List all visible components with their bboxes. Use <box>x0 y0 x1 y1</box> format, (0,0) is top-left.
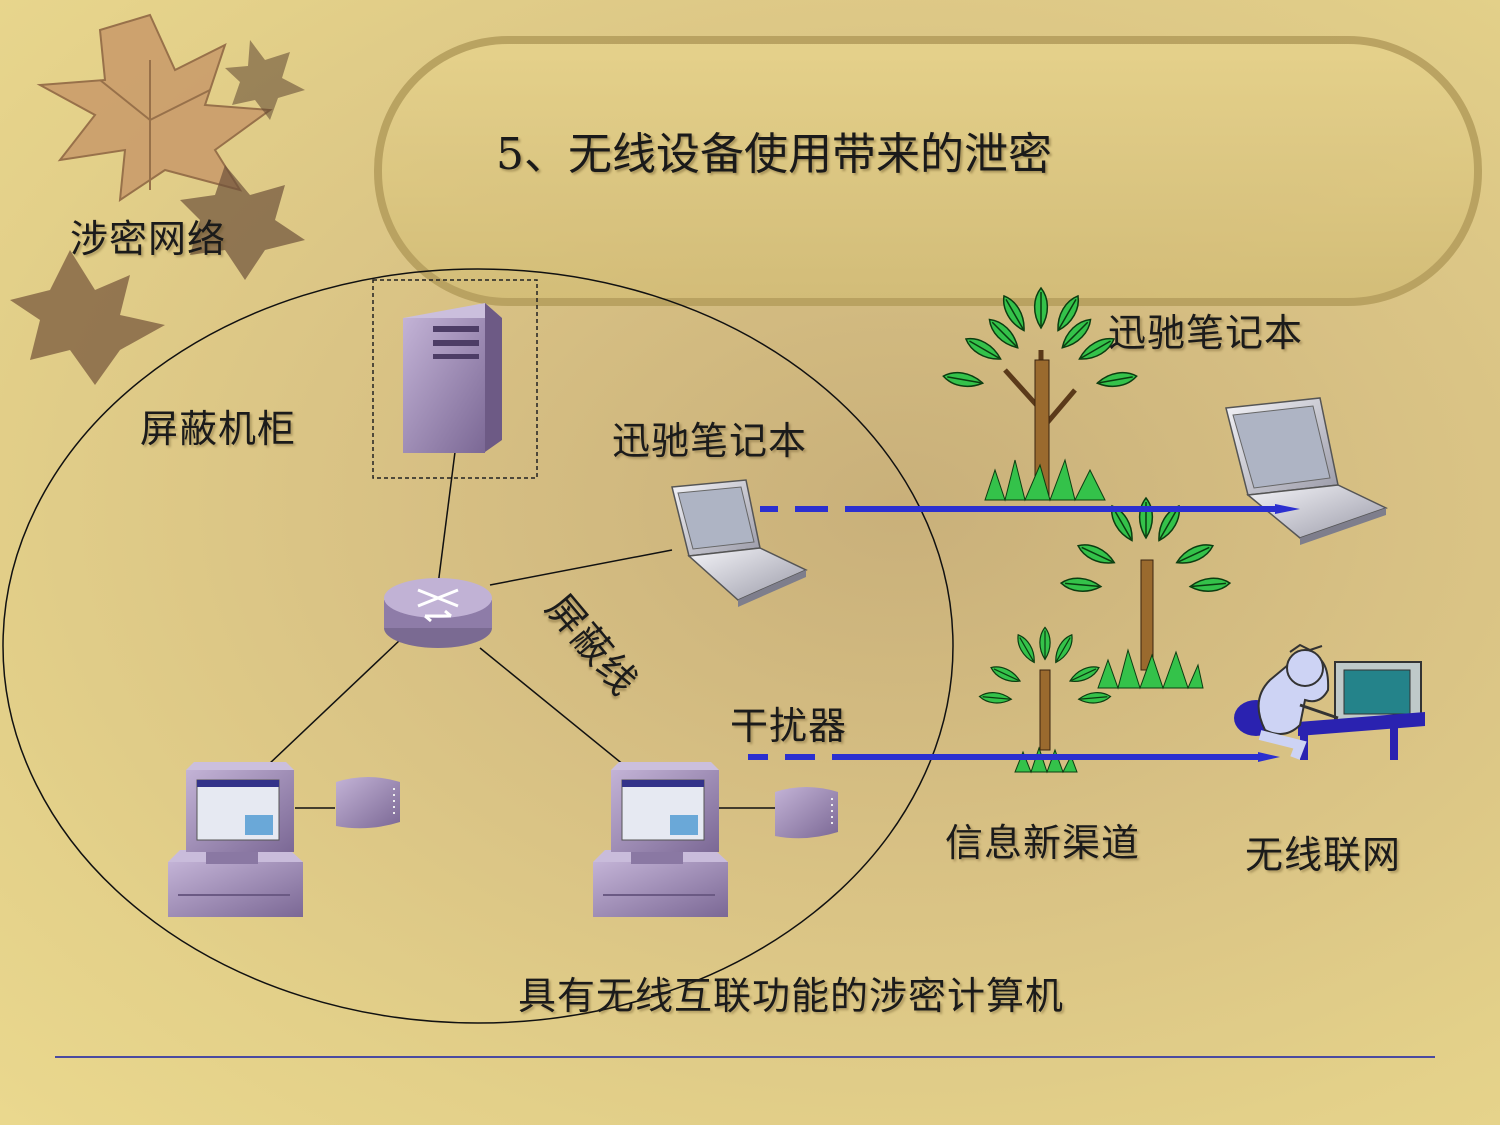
wireless-link-internet <box>748 752 1280 762</box>
maple-leaf-icon <box>10 250 165 385</box>
wireless-link-laptop <box>760 504 1300 514</box>
laptop-icon <box>1225 397 1388 545</box>
shielded-cabinet-label: 屏蔽机柜 <box>140 407 297 451</box>
caption-label: 具有无线互联功能的涉密计算机 <box>518 974 1065 1018</box>
laptop-inner-label: 迅驰笔记本 <box>612 419 808 463</box>
title-box <box>374 36 1482 306</box>
laptop-icon <box>671 479 808 607</box>
shielded-cabinet-box <box>372 279 538 479</box>
tree-icon <box>941 287 1139 502</box>
wireless-internet-label: 无线联网 <box>1245 833 1402 877</box>
laptop-outer-label: 迅驰笔记本 <box>1108 311 1304 355</box>
server-tower-icon <box>403 303 502 453</box>
maple-leaf-icon <box>225 40 305 120</box>
maple-leaf-icon <box>36 13 273 203</box>
desktop-computer-icon <box>593 762 728 917</box>
desktop-computer-icon <box>168 762 303 917</box>
secure-network-label: 涉密网络 <box>70 217 227 261</box>
jammer-label: 干扰器 <box>730 704 848 748</box>
modem-icon <box>336 777 400 829</box>
tree-icon <box>978 626 1112 774</box>
person-at-computer-icon <box>1234 643 1425 760</box>
router-icon <box>384 578 492 648</box>
maple-leaf-icon <box>180 165 305 280</box>
new-channel-label: 信息新渠道 <box>945 821 1141 865</box>
modem-icon <box>775 787 838 839</box>
slide-title: 5、无线设备使用带来的泄密 <box>496 129 1052 180</box>
tree-icon <box>1059 497 1232 690</box>
network-links <box>267 451 775 809</box>
secure-network-boundary <box>2 268 954 1024</box>
